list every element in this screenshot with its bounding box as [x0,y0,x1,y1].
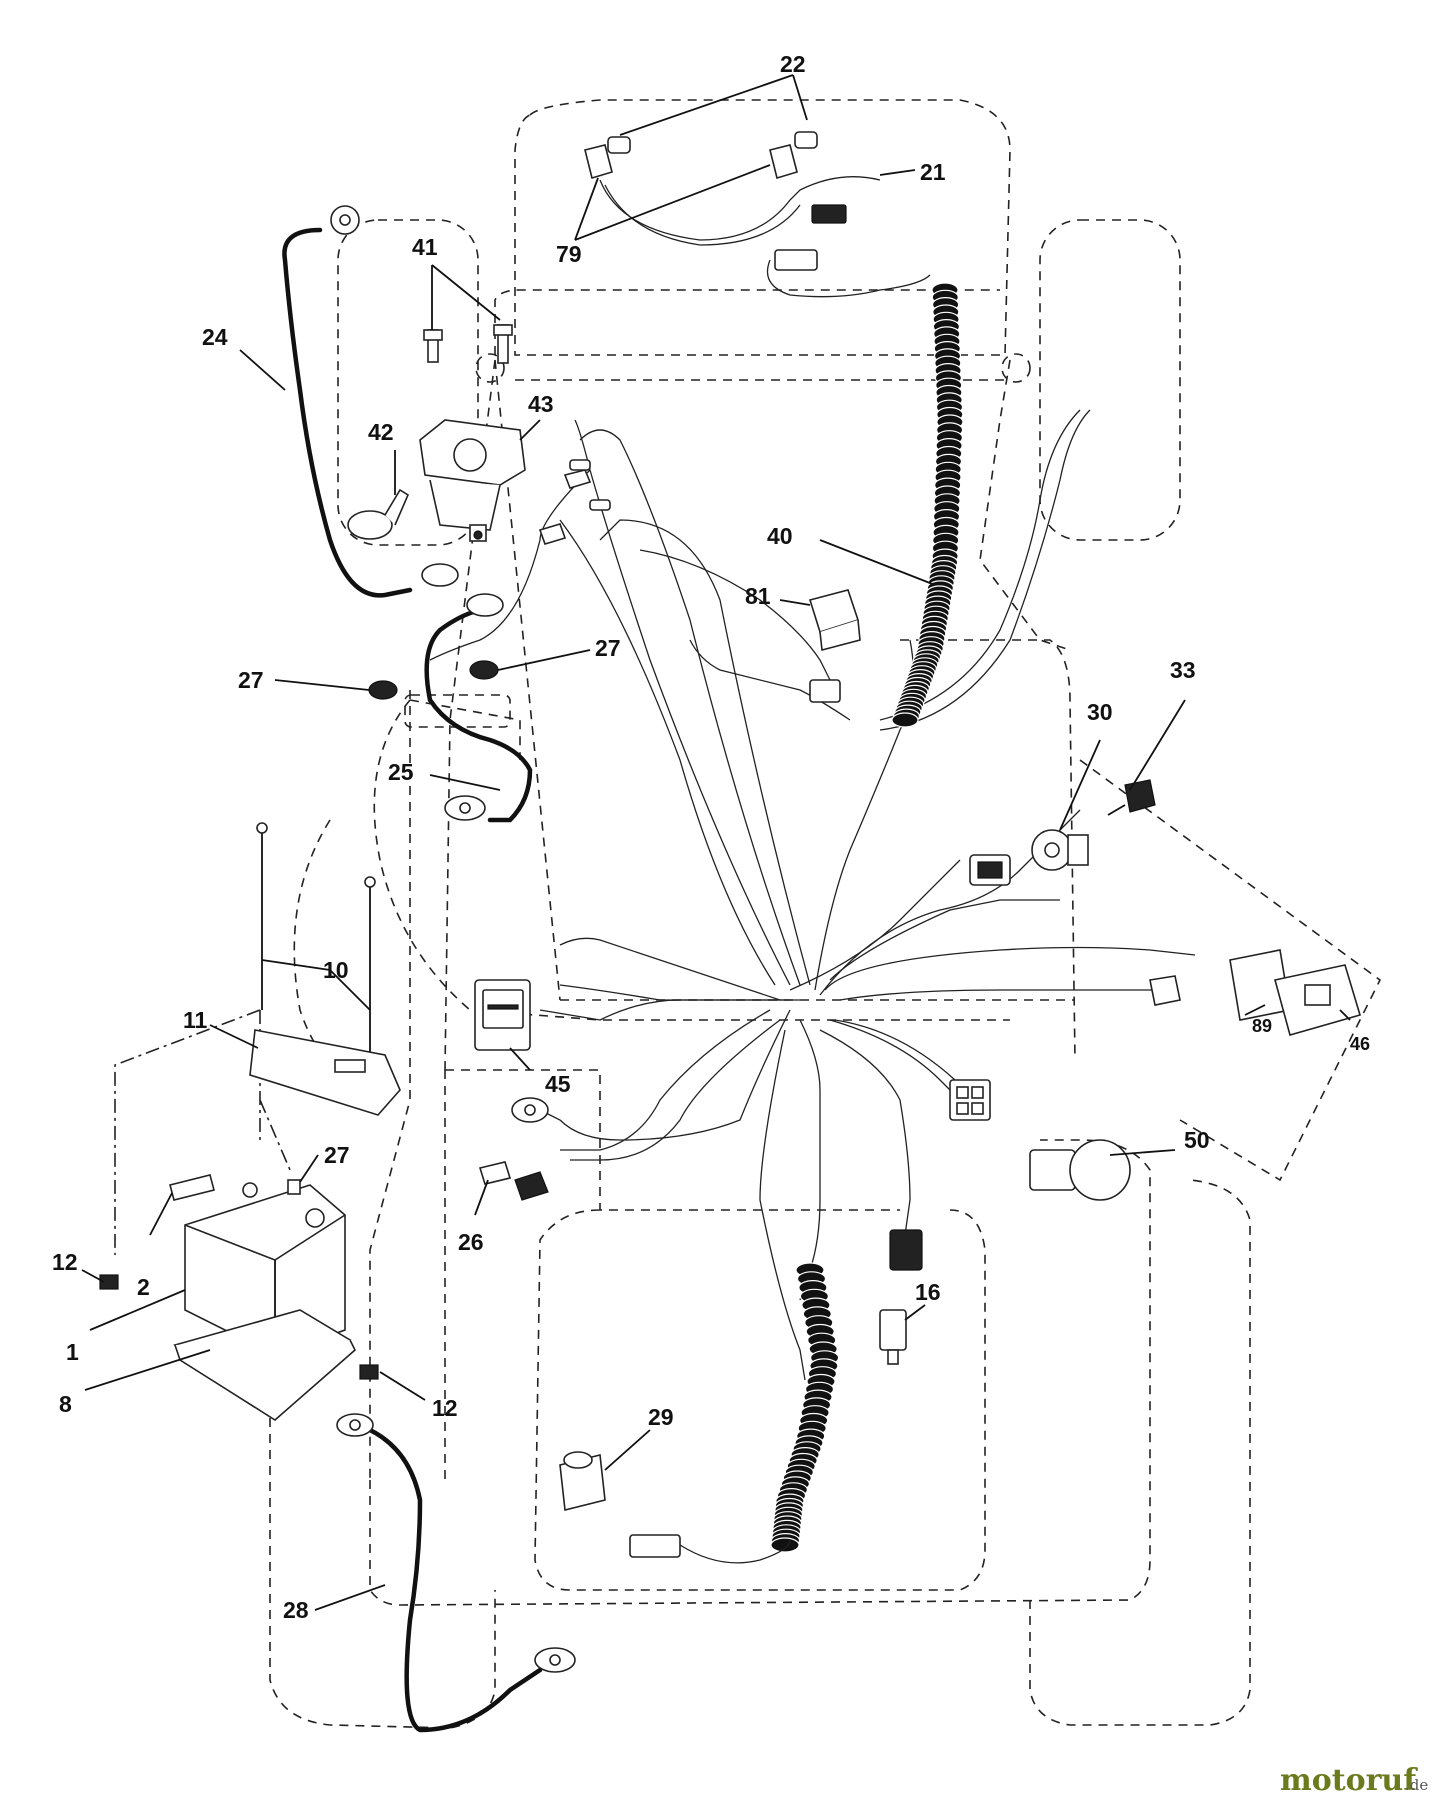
callout-8: 8 [59,1391,72,1417]
hold-down-bracket-11 [249,1029,401,1116]
watermark-suffix: .de [1405,1776,1428,1794]
callout-2: 2 [137,1274,150,1300]
callout-21: 21 [920,159,946,185]
pto-switch-50 [1029,1139,1131,1201]
callout-12-right: 12 [432,1395,458,1421]
starter-solenoid-43 [419,324,526,542]
callout-26: 26 [458,1229,484,1255]
callout-labels: 22 21 79 41 24 42 43 40 81 27 27 33 30 2… [52,51,1370,1623]
nut-27-right [469,660,499,680]
callout-41: 41 [412,234,438,260]
callout-1: 1 [66,1339,79,1365]
callout-10: 10 [323,957,349,983]
hour-meter-46 [1274,964,1361,1036]
leader-lines [81,74,1351,1611]
battery-cables [282,205,576,1733]
clip-12-right [359,1364,379,1380]
callout-28: 28 [283,1597,309,1623]
callout-45: 45 [545,1071,571,1097]
headlight-sockets-22-79 [584,131,931,298]
key-33 [1107,779,1156,816]
callout-50: 50 [1184,1127,1210,1153]
callout-25: 25 [388,759,414,785]
callout-79: 79 [556,241,582,267]
tractor-outline [269,99,1382,1729]
callout-33: 33 [1170,657,1196,683]
callout-11: 11 [183,1007,208,1033]
callout-27-left: 27 [238,667,264,693]
connector-6pin [949,1079,991,1121]
hold-down-bolts-10 [256,822,376,1070]
components [99,131,1361,1564]
wiring-harness [429,409,1196,1381]
corrugated-loom-40 [891,282,964,728]
callout-27-battery: 27 [324,1142,350,1168]
callout-40: 40 [767,523,793,549]
callout-12-left: 12 [52,1249,78,1275]
hour-meter-45 [474,979,531,1051]
callout-16: 16 [915,1279,941,1305]
callout-43: 43 [528,391,554,417]
callout-89: 89 [1252,1016,1272,1036]
watermark: motoruf .de [1280,1763,1428,1798]
corrugated-loom-lower [770,1262,840,1553]
callout-22: 22 [780,51,806,77]
callout-46: 46 [1350,1034,1370,1054]
callout-29: 29 [648,1404,674,1430]
relay-81 [808,589,861,652]
battery-tray-8 [173,1309,356,1421]
callout-30: 30 [1087,699,1113,725]
boot-42 [347,488,410,540]
switch-16 [879,1229,923,1365]
callout-42: 42 [368,419,394,445]
watermark-motoruf: motoruf [1280,1763,1418,1798]
nut-27-left [368,680,398,700]
ignition-switch-30 [1031,829,1089,871]
seat-switch-29 [559,1451,606,1511]
clip-12-left [99,1274,119,1290]
fuse-26 [478,1161,549,1201]
callout-24: 24 [202,324,228,350]
callout-81: 81 [745,583,771,609]
callout-27-right: 27 [595,635,621,661]
